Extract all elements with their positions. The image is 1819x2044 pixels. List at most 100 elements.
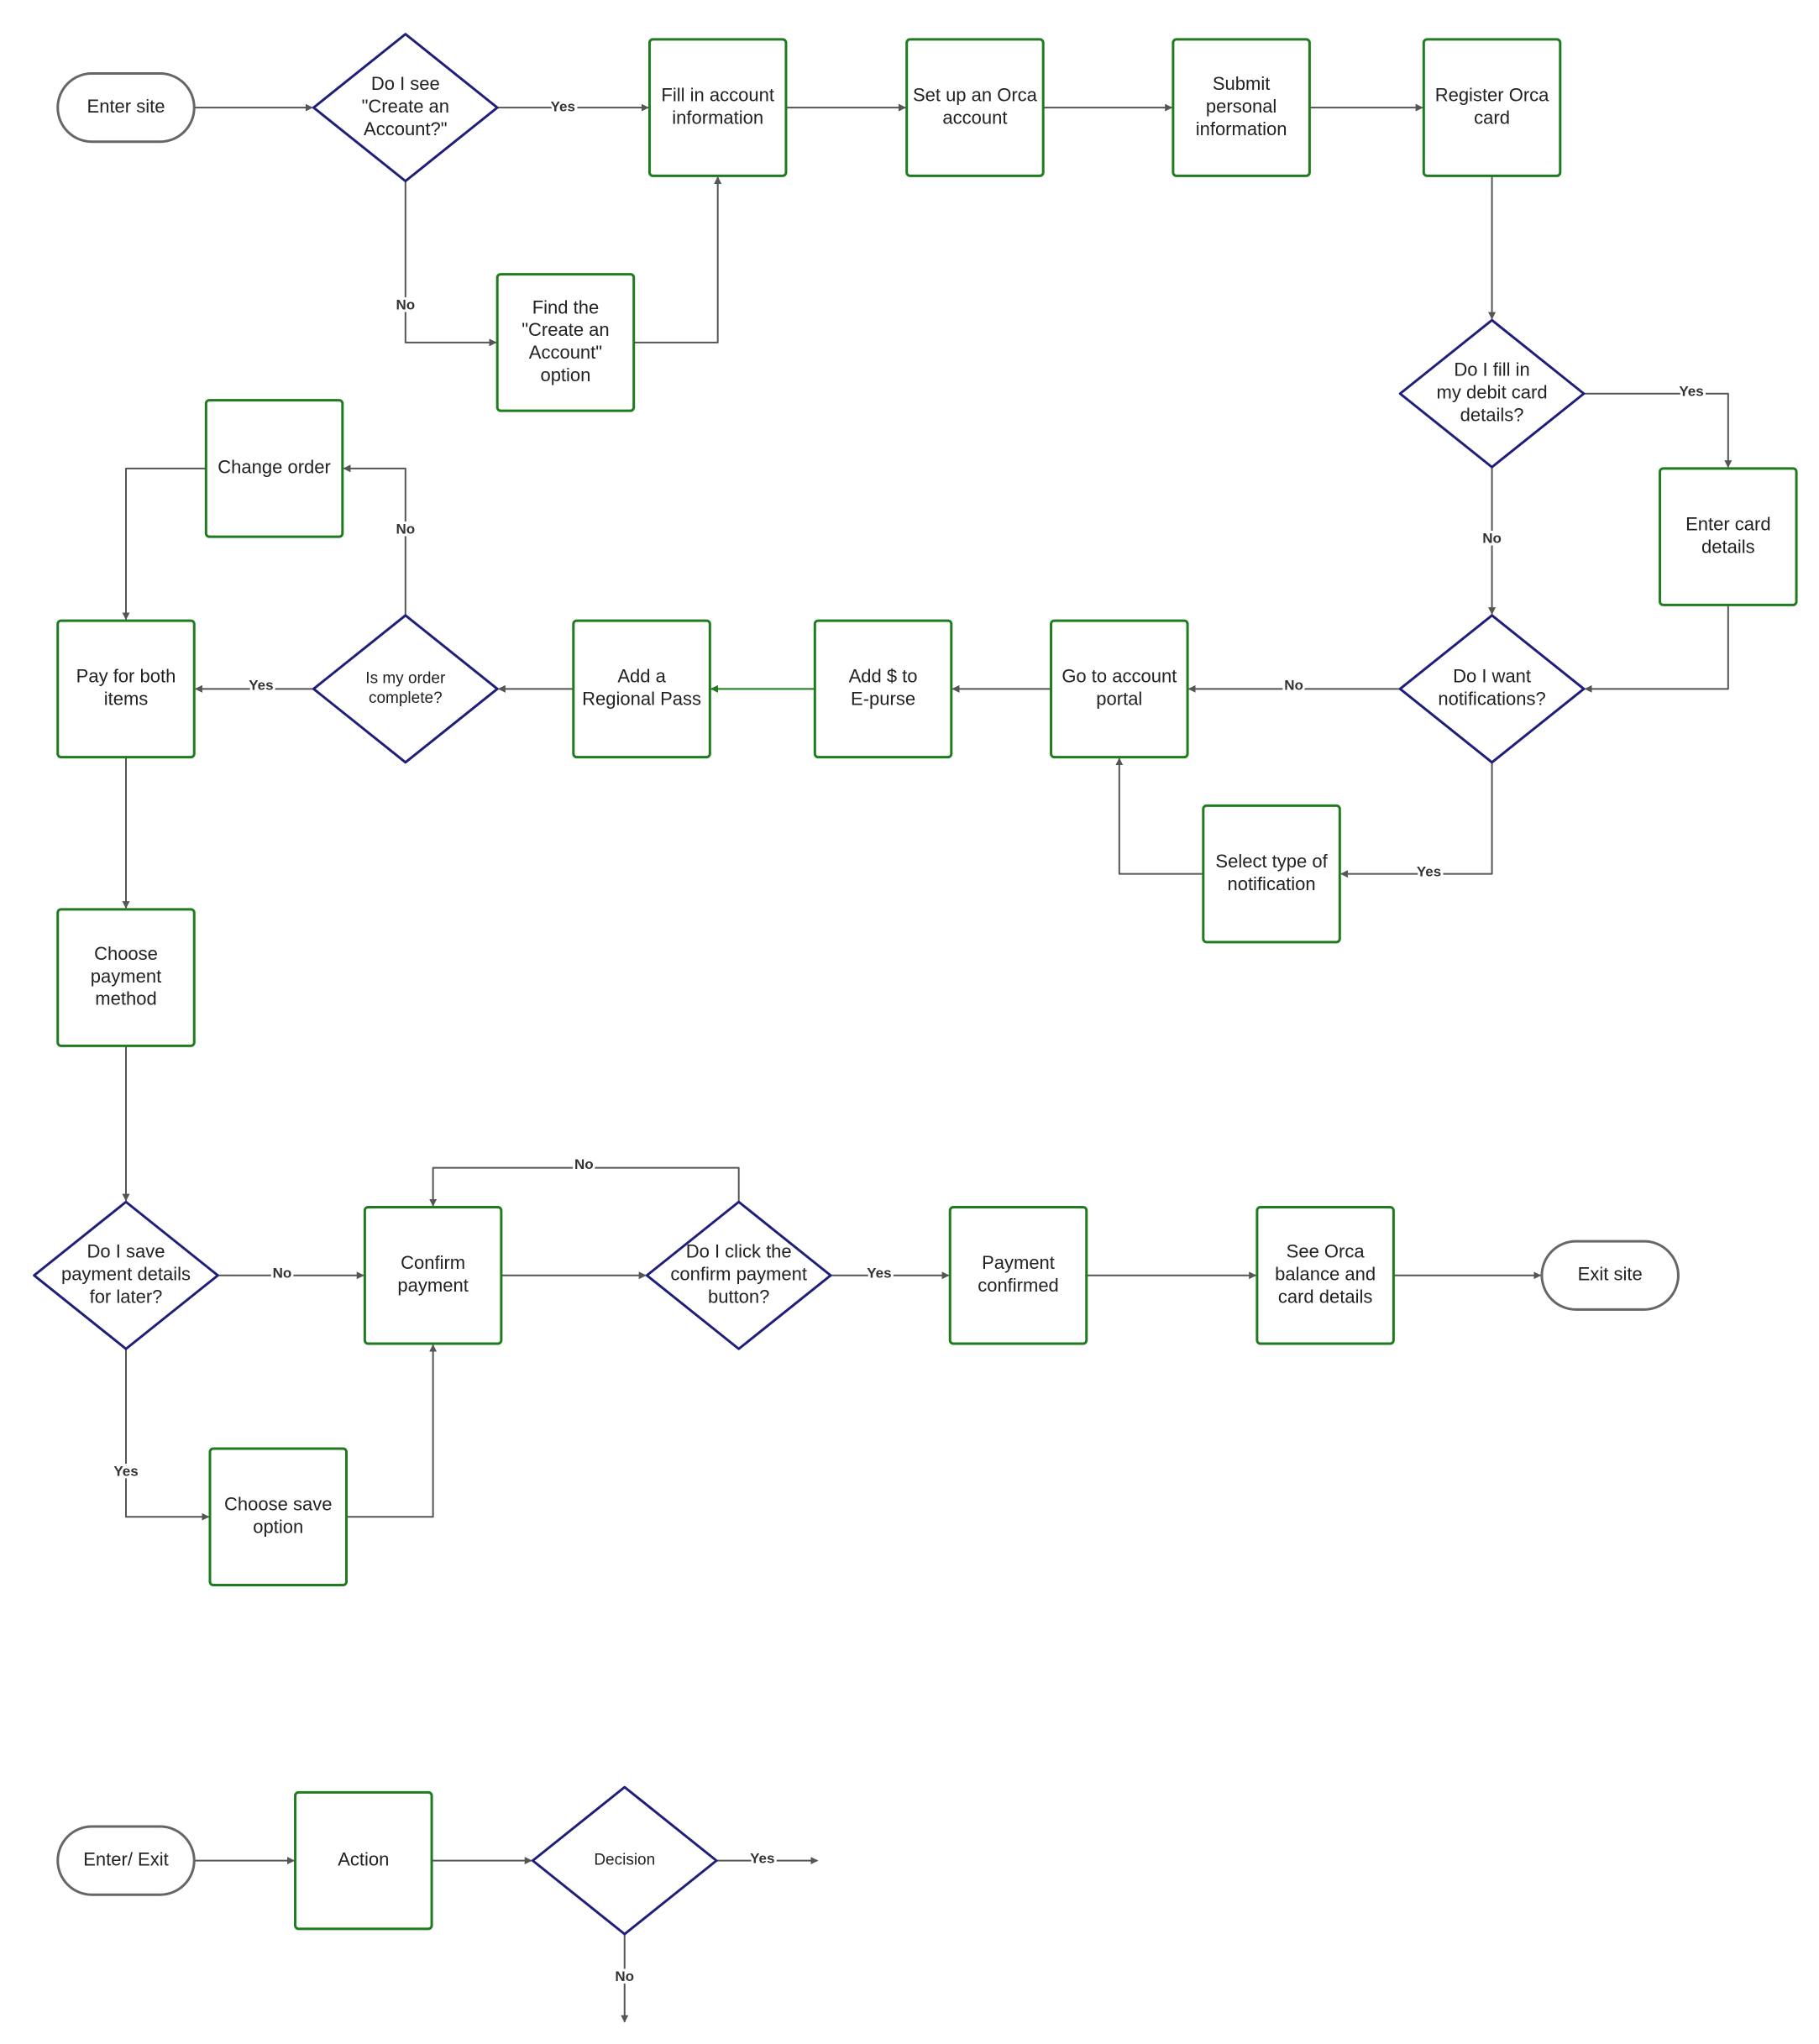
node-label-line: Enter card [1685, 513, 1771, 534]
node-label-line: Do I click the [686, 1241, 792, 1262]
terminal-pill [1540, 1240, 1680, 1311]
node-label-line: card [1474, 107, 1510, 128]
node-label-line: Action [338, 1848, 389, 1869]
action-box [1050, 619, 1189, 759]
node-label-line: details [1701, 536, 1755, 557]
decision-diamond [312, 33, 499, 183]
node-label-line: Fill in account [661, 85, 774, 106]
node-label-line: Do I see [371, 73, 440, 94]
edge-label: No [1284, 678, 1303, 694]
edge-fill-debit-details-to-enter-card-details [1583, 392, 1733, 469]
node-legend-action: Action [294, 1790, 433, 1931]
node-label-line: payment details [61, 1264, 191, 1285]
terminal-pill [56, 72, 196, 144]
node-label-line: Submit [1213, 73, 1270, 94]
action-box [647, 38, 788, 177]
node-label-line: notifications? [1438, 689, 1545, 710]
node-label-line: Choose [94, 943, 158, 964]
action-box [294, 1790, 433, 1931]
edge-label: No [615, 1968, 634, 1984]
node-label-line: "Create an [522, 319, 609, 340]
action-box [1422, 38, 1562, 177]
node-label-line: Choose save [224, 1494, 332, 1515]
node-add-epurse: Add $ toE-purse [813, 619, 953, 759]
action-box [56, 619, 196, 759]
node-label-line: card details [1278, 1286, 1373, 1307]
edge-label: Yes [249, 678, 273, 694]
node-label-line: notification [1227, 873, 1315, 894]
action-box [495, 273, 636, 412]
action-box [905, 38, 1045, 177]
node-label-line: "Create an [362, 96, 449, 117]
node-label-line: Do I want [1453, 666, 1531, 687]
edge-want-notifications-to-select-notification [1339, 762, 1493, 878]
edge-change-order-to-pay-both [122, 467, 207, 621]
node-label-line: Regional Pass [582, 689, 701, 710]
node-exit-site: Exit site [1540, 1240, 1680, 1311]
action-box [363, 1206, 503, 1345]
node-label-line: information [672, 107, 763, 128]
node-label-line: option [253, 1516, 303, 1537]
decision-diamond [1398, 318, 1586, 469]
action-box [208, 1447, 348, 1586]
decision-diamond [1398, 614, 1586, 764]
action-box [948, 1206, 1088, 1345]
edge-label: Yes [113, 1464, 138, 1480]
edge-label: Yes [1417, 864, 1441, 880]
node-label-line: Enter/ Exit [83, 1848, 168, 1869]
node-label-line: for later? [90, 1286, 163, 1307]
node-label-line: Payment [982, 1252, 1055, 1273]
node-label-line: See Orca [1287, 1241, 1366, 1262]
node-label-line: my debit card [1437, 382, 1548, 403]
edge-label: Yes [750, 1851, 774, 1867]
node-legend-enter-exit: Enter/ Exit [56, 1825, 196, 1896]
node-label-line: Is my order [365, 670, 446, 688]
decision-diamond [33, 1200, 219, 1350]
node-label-line: information [1196, 118, 1287, 139]
node-label-line: method [95, 988, 156, 1009]
edge-label: Yes [1679, 384, 1703, 400]
action-box [1202, 804, 1341, 944]
decision-diamond [645, 1200, 832, 1350]
edge-save-payment-to-choose-save-option [125, 1349, 210, 1521]
edge-label: Yes [551, 99, 575, 115]
edge-label: Yes [867, 1266, 891, 1281]
node-label-line: Set up an Orca [913, 85, 1038, 106]
node-label-line: complete? [369, 689, 443, 707]
node-label-line: items [104, 689, 149, 710]
node-label-line: confirm payment [670, 1264, 807, 1285]
edge-label: No [1482, 531, 1502, 547]
action-box [56, 908, 196, 1047]
node-label-line: Confirm [401, 1252, 465, 1273]
node-label-line: personal [1206, 96, 1276, 117]
action-box [1172, 38, 1311, 177]
edge-select-notification-to-account-portal [1115, 757, 1203, 875]
node-label-line: Register Orca [1435, 85, 1549, 106]
node-label-line: details? [1460, 404, 1524, 425]
edge-enter-card-details-to-want-notifications [1584, 605, 1729, 693]
action-box [204, 399, 344, 538]
edge-see-create-account-to-find-create-account [404, 181, 497, 347]
edge-click-confirm-to-confirm-payment [429, 1166, 740, 1207]
node-label-line: Add a [617, 666, 666, 687]
node-label-line: E-purse [851, 689, 915, 710]
edge-label: No [273, 1266, 292, 1281]
node-label-line: confirmed [978, 1275, 1059, 1296]
node-label-line: Decision [594, 1852, 655, 1869]
node-label-line: Change order [218, 457, 331, 478]
node-label-line: payment [397, 1275, 468, 1296]
edge-choose-save-option-to-confirm-payment [346, 1344, 438, 1518]
